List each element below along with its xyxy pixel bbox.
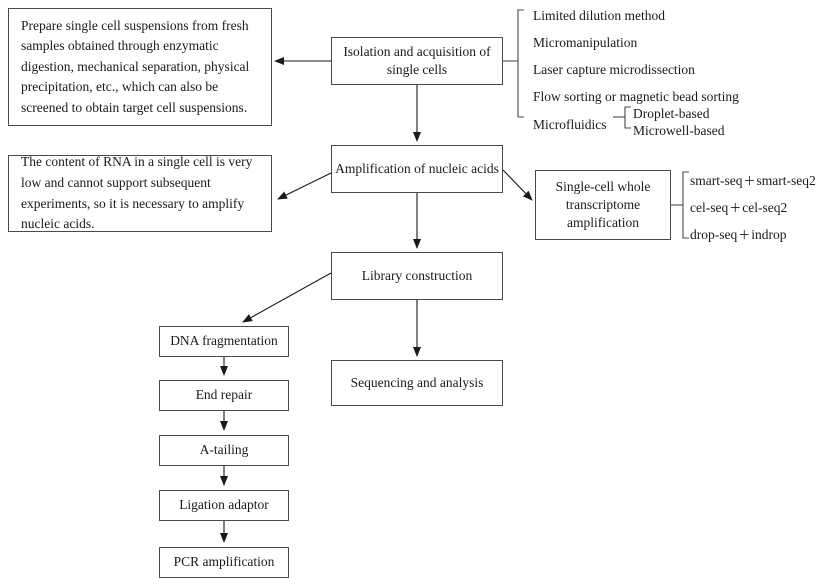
library-step-a-tailing: A-tailing xyxy=(159,435,289,466)
connector-amplification-to-wta xyxy=(502,169,533,201)
microfluidics-sub-item: Droplet-based xyxy=(633,106,710,121)
wta-method-left: cel-seq xyxy=(690,200,729,215)
library-step-label: Ligation adaptor xyxy=(179,497,269,513)
step-sequencing-label: Sequencing and analysis xyxy=(350,374,484,390)
step-library-box: Library construction xyxy=(331,252,503,300)
isolation-method-item: Laser capture microdissection xyxy=(533,62,695,77)
library-step-ligation-adaptor: Ligation adaptor xyxy=(159,490,289,521)
isolation-method-item: Limited dilution method xyxy=(533,8,665,23)
wta-method-right: smart-seq2 xyxy=(756,173,816,188)
wta-method-item: drop-seq＋indrop xyxy=(690,226,787,244)
wta-box: Single-cell whole transcriptome amplific… xyxy=(535,170,671,240)
isolation-method-item: Flow sorting or magnetic bead sorting xyxy=(533,89,739,104)
library-step-pcr-amplification: PCR amplification xyxy=(159,547,289,578)
library-step-dna-fragmentation: DNA fragmentation xyxy=(159,326,289,357)
wta-method-left: smart-seq xyxy=(690,173,743,188)
step-sequencing-box: Sequencing and analysis xyxy=(331,360,503,406)
connector-library-to-fragmentation xyxy=(242,272,332,323)
note-rna-content: The content of RNA in a single cell is v… xyxy=(8,154,272,232)
step-isolation-label: Isolation and acquisition of single cell… xyxy=(343,43,491,77)
step-amplification-box: Amplification of nucleic acids xyxy=(331,145,503,193)
wta-method-item: smart-seq＋smart-seq2 xyxy=(690,172,816,190)
note-sample-preparation-text: Prepare single cell suspensions from fre… xyxy=(21,17,250,115)
wta-box-label: Single-cell whole transcriptome amplific… xyxy=(555,178,651,231)
microfluidics-sub-item: Microwell-based xyxy=(633,123,725,138)
library-step-end-repair: End repair xyxy=(159,380,289,411)
bracket-microfluidics xyxy=(624,106,631,129)
library-step-label: DNA fragmentation xyxy=(170,333,278,349)
step-isolation-box: Isolation and acquisition of single cell… xyxy=(331,37,503,85)
plus-icon: ＋ xyxy=(729,201,742,215)
wta-method-left: drop-seq xyxy=(690,227,738,242)
library-step-label: A-tailing xyxy=(199,442,249,458)
library-step-label: PCR amplification xyxy=(173,554,275,570)
bracket-wta-methods xyxy=(682,171,689,239)
wta-method-right: cel-seq2 xyxy=(742,200,788,215)
isolation-method-item-microfluidics: Microfluidics xyxy=(533,117,607,132)
wta-method-right: indrop xyxy=(751,227,787,242)
connector-amplification-to-note2 xyxy=(277,172,332,200)
step-library-label: Library construction xyxy=(361,267,473,283)
note-sample-preparation: Prepare single cell suspensions from fre… xyxy=(8,8,272,126)
bracket-isolation-methods xyxy=(517,9,524,118)
plus-icon: ＋ xyxy=(738,228,751,242)
plus-icon: ＋ xyxy=(743,174,756,188)
isolation-method-item: Micromanipulation xyxy=(533,35,638,50)
wta-method-item: cel-seq＋cel-seq2 xyxy=(690,199,787,217)
note-rna-content-text: The content of RNA in a single cell is v… xyxy=(21,154,253,232)
step-amplification-label: Amplification of nucleic acids xyxy=(335,160,499,176)
library-step-label: End repair xyxy=(195,387,253,403)
